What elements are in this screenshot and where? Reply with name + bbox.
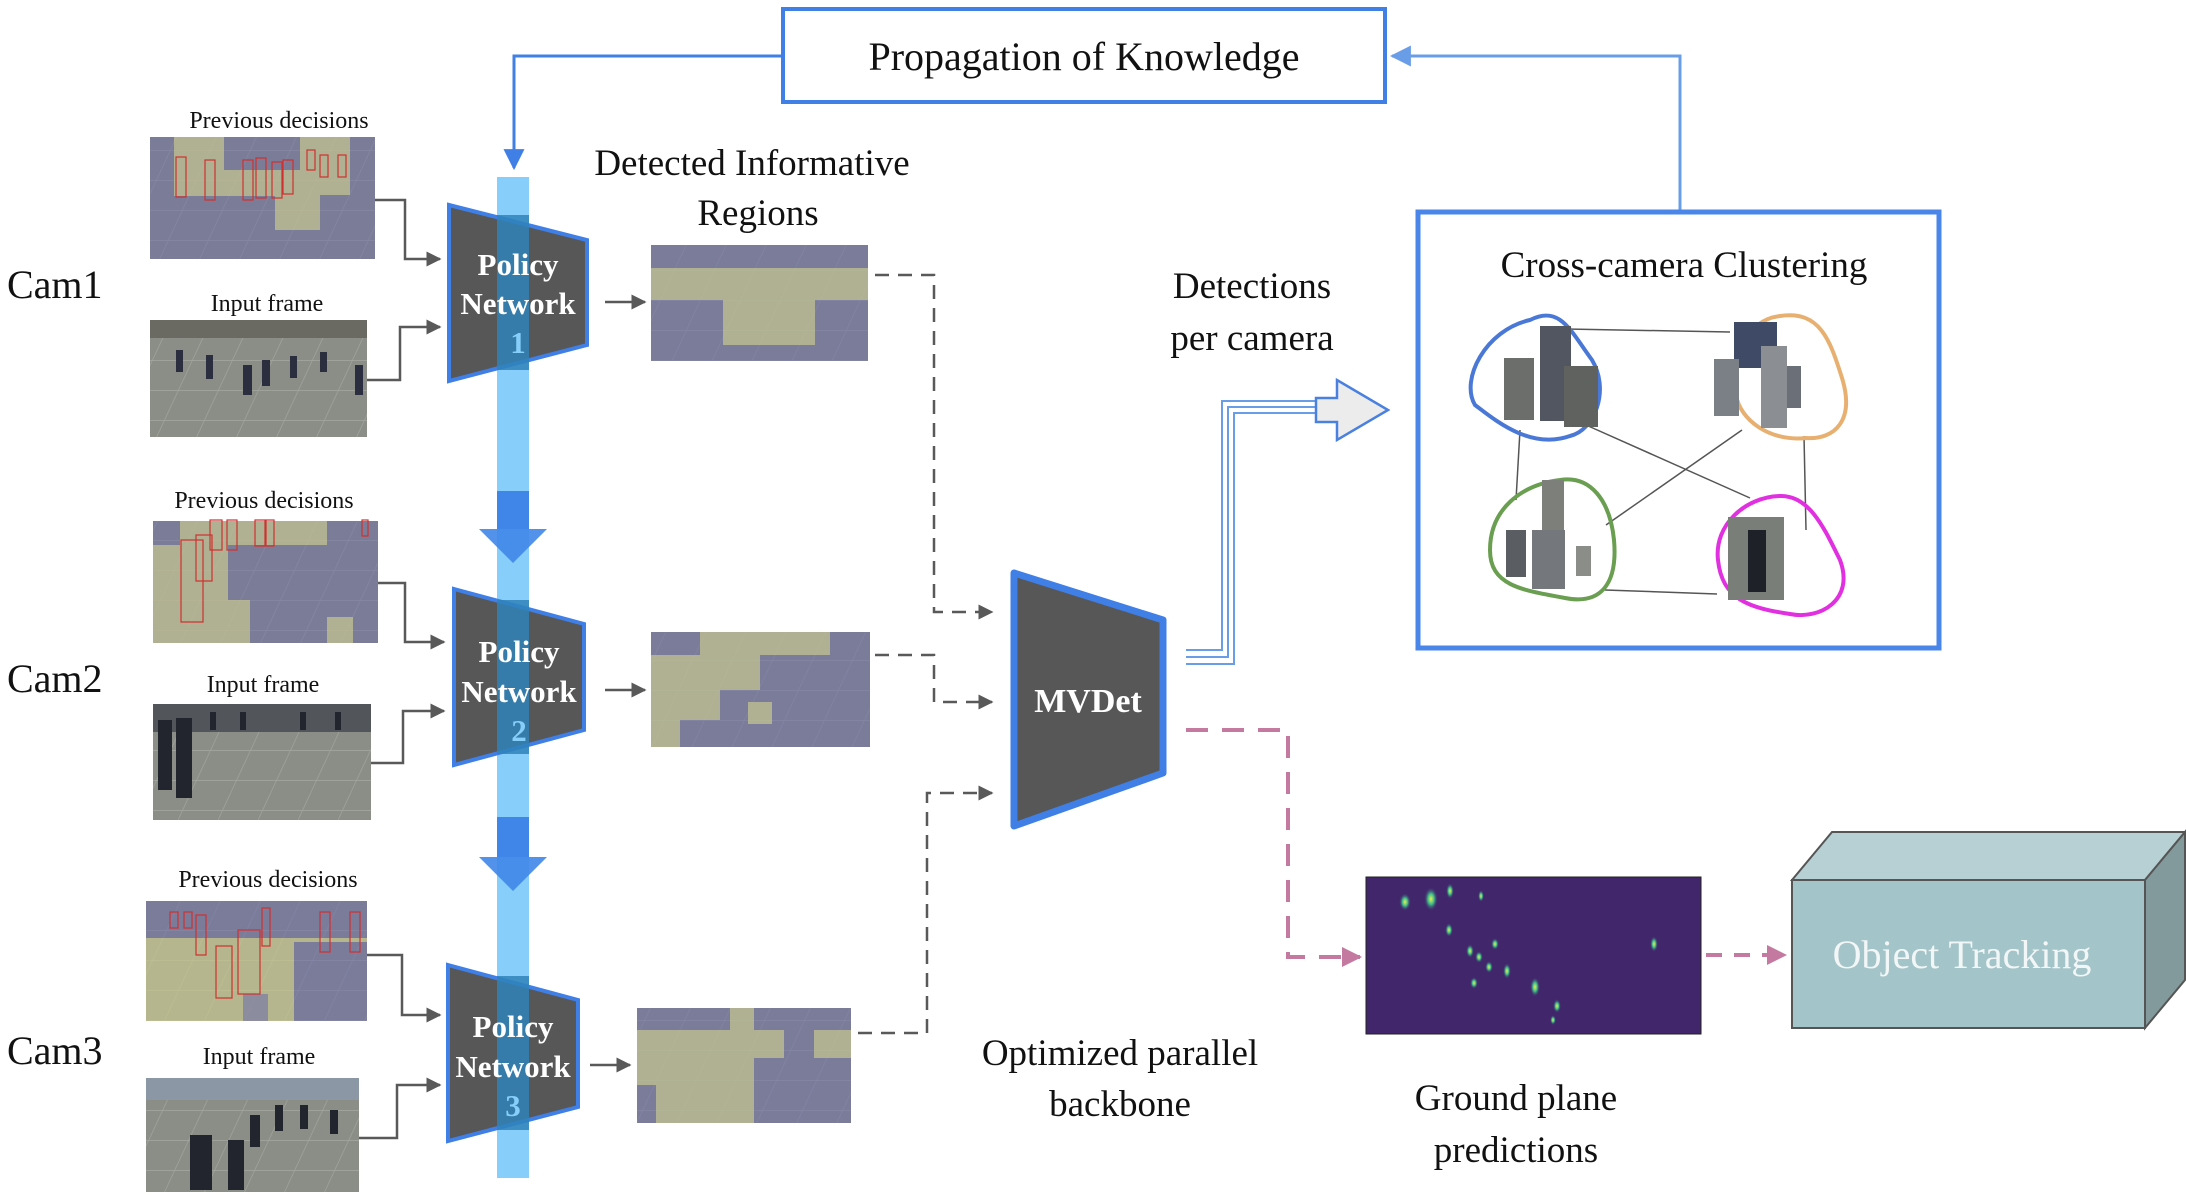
policy-network-3-index: 3 (505, 1088, 521, 1123)
clustering-to-propagation-arrow (1389, 45, 1682, 210)
cam2-input-frame-label: Input frame (207, 672, 320, 698)
detected-regions-label-line1: Detected Informative (594, 143, 909, 184)
policy-network-3[interactable]: Policy Network 3 (446, 962, 580, 1144)
object-tracking-block[interactable]: Object Tracking (1789, 829, 2186, 1031)
regions2-to-mvdet-dashed-arrow (875, 653, 994, 710)
cam2-previous-decisions-image (153, 519, 378, 643)
detections-label-line1: Detections (1173, 266, 1331, 307)
policy-network-3-line2: Network (455, 1049, 571, 1084)
cam2-input-frame-image (153, 704, 371, 820)
cam3-prev-to-policy-arrow (367, 953, 442, 1023)
regions1-to-mvdet-dashed-arrow (875, 273, 994, 620)
cam1-previous-decisions-label: Previous decisions (189, 108, 368, 134)
policy-network-2-line1: Policy (479, 634, 560, 669)
object-tracking-label: Object Tracking (1833, 932, 2092, 977)
cam1-detected-regions-image (651, 245, 868, 361)
backbone-label-line2: backbone (1049, 1084, 1191, 1125)
cross-camera-clustering-box: Cross-camera Clustering (1415, 209, 1942, 651)
policy-network-2[interactable]: Policy Network 2 (452, 586, 586, 768)
ground-plane-label-line2: predictions (1434, 1130, 1598, 1171)
detected-regions-label-line2: Regions (697, 193, 818, 234)
policy-network-2-line2: Network (461, 674, 577, 709)
cam3-previous-decisions-label: Previous decisions (178, 867, 357, 893)
cam3-input-to-policy-arrow (359, 1077, 442, 1140)
detections-label-line2: per camera (1170, 318, 1333, 359)
cam3-previous-decisions-image (146, 901, 367, 1021)
policy-network-1[interactable]: Policy Network 1 (447, 202, 589, 384)
mvdet-to-ground-plane-dashed-arrow (1186, 728, 1362, 967)
ground-plane-heatmap (1365, 876, 1702, 1035)
down-arrow-icon (479, 817, 547, 891)
ground-plane-label-line1: Ground plane (1415, 1078, 1617, 1119)
cluster-3 (1487, 477, 1617, 602)
clustering-title: Cross-camera Clustering (1501, 245, 1868, 286)
policy-network-3-line1: Policy (473, 1009, 554, 1044)
cam1-previous-decisions-image (150, 137, 375, 259)
propagation-label: Propagation of Knowledge (868, 34, 1299, 79)
policy-network-1-index: 1 (510, 325, 526, 360)
cam3-detected-regions-image (637, 1008, 851, 1123)
cam2-previous-decisions-label: Previous decisions (174, 488, 353, 514)
regions3-to-mvdet-dashed-arrow (858, 785, 994, 1035)
backbone-label-line1: Optimized parallel (982, 1033, 1258, 1074)
cam3-label: Cam3 (7, 1028, 103, 1073)
cam2-prev-to-policy-arrow (378, 581, 446, 650)
policy-network-1-line1: Policy (478, 247, 559, 282)
cluster-2 (1714, 313, 1848, 441)
mvdet-block[interactable]: MVDet (1010, 569, 1167, 830)
cam1-input-frame-image (150, 320, 367, 437)
cam1-prev-to-policy-arrow (375, 198, 442, 267)
cam1-input-to-policy-arrow (367, 319, 442, 382)
cam1-label: Cam1 (7, 262, 103, 307)
cam2-detected-regions-image (651, 632, 870, 747)
policy-network-1-line2: Network (460, 286, 576, 321)
detections-triple-arrow (1186, 377, 1391, 665)
propagation-to-policy-arrow (503, 54, 783, 171)
policy-network-2-index: 2 (511, 713, 527, 748)
cam2-input-to-policy-arrow (371, 703, 446, 765)
cam1-input-frame-label: Input frame (211, 291, 324, 317)
cam2-label: Cam2 (7, 656, 103, 701)
cam3-input-frame-label: Input frame (203, 1044, 316, 1070)
down-arrow-icon (479, 491, 547, 563)
cam3-input-frame-image (146, 1078, 359, 1192)
cluster-4 (1715, 493, 1846, 617)
cluster-1 (1468, 313, 1602, 442)
mvdet-label: MVDet (1034, 683, 1142, 720)
propagation-of-knowledge-box: Propagation of Knowledge (781, 7, 1387, 104)
